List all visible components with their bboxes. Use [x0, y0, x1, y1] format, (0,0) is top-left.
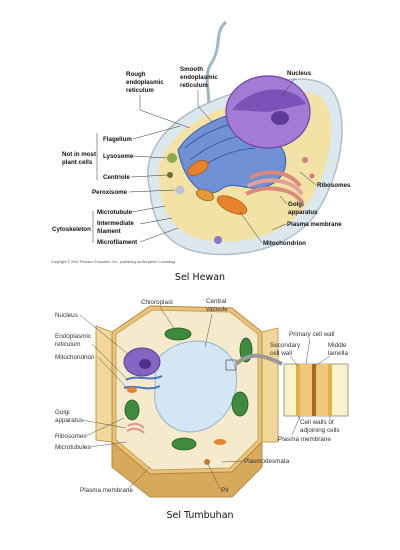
chloroplast-shape	[164, 327, 192, 341]
label-plasma-membrane: Plasma membrane	[287, 221, 342, 228]
nucleolus-shape	[271, 111, 289, 125]
central-vacuole-shape	[154, 340, 237, 433]
label-central-vacuole: Central vacuole	[206, 298, 228, 313]
label-plant-golgi: Golgi apparatus	[55, 409, 83, 424]
label-mitochondrion: Mitochondrion	[263, 240, 306, 247]
label-plant-plasma-membrane-right: Plasma membrane	[278, 436, 331, 443]
caption-plant-cell: Sel Tumbuhan	[166, 510, 234, 521]
label-endoplasmic-reticulum: Endoplasmic reticulum	[55, 333, 93, 348]
mitochondrion-shape	[216, 195, 248, 215]
label-smooth-er: Smooth endoplasmic reticulum	[180, 66, 220, 89]
golgi-shape	[245, 170, 304, 204]
label-nucleus: Nucleus	[287, 70, 312, 77]
label-lysosome: Lysosome	[103, 153, 134, 160]
label-pit: Pit	[221, 487, 229, 494]
lysosome-shape	[167, 153, 177, 163]
label-microtubules: Microtubules	[55, 444, 91, 451]
label-peroxisome: Peroxisome	[92, 189, 128, 196]
label-cell-walls-adjoining: Cell walls of adjoining cells	[300, 419, 340, 434]
label-microfilament: Microfilament	[97, 239, 137, 246]
label-plant-plasma-membrane-bottom: Plasma membrane	[80, 487, 133, 494]
label-plant-nucleus: Nucleus	[55, 312, 78, 319]
label-rough-er: Rough endoplasmic reticulum	[126, 71, 166, 94]
flagellum-shape	[203, 20, 228, 119]
plant-cell-diagram: Chloroplast Central vacuole Nucleus Endo…	[55, 298, 349, 498]
label-flagellum: Flagellum	[103, 136, 132, 143]
label-golgi: Golgi apparatus	[288, 201, 318, 216]
magnified-cell-wall	[283, 363, 349, 417]
label-intermediate-filament: Intermediate filament	[97, 220, 136, 235]
centriole-shape	[167, 172, 173, 178]
peroxisome-shape	[175, 185, 185, 195]
label-middle-lamella: Middle lamella	[328, 342, 348, 357]
label-plasmodesmata: Plasmodesmata	[244, 458, 290, 465]
animal-cell-diagram: Rough endoplasmic reticulum Smooth endop…	[51, 20, 351, 264]
label-secondary-cell-wall: Secondary cell wall	[270, 342, 302, 357]
caption-animal-cell: Sel Hewan	[174, 272, 226, 283]
label-centriole: Centriole	[103, 174, 130, 181]
label-cytoskeleton: Cytoskeleton	[52, 226, 91, 233]
pit-shape	[204, 459, 210, 465]
label-plant-ribosomes: Ribosomes	[55, 433, 87, 440]
label-plant-mitochondrion: Mitochondrion	[55, 354, 95, 361]
label-primary-cell-wall: Primary cell wall	[289, 331, 334, 338]
label-not-in-plant: Not in most plant cells	[62, 151, 98, 166]
label-ribosomes: Ribosomes	[317, 182, 351, 189]
label-chloroplast: Chloroplast	[141, 299, 173, 306]
label-microtubule: Microtubule	[97, 209, 133, 216]
copyright-text: Copyright © 2002 Pearson Education, Inc.…	[51, 260, 176, 264]
